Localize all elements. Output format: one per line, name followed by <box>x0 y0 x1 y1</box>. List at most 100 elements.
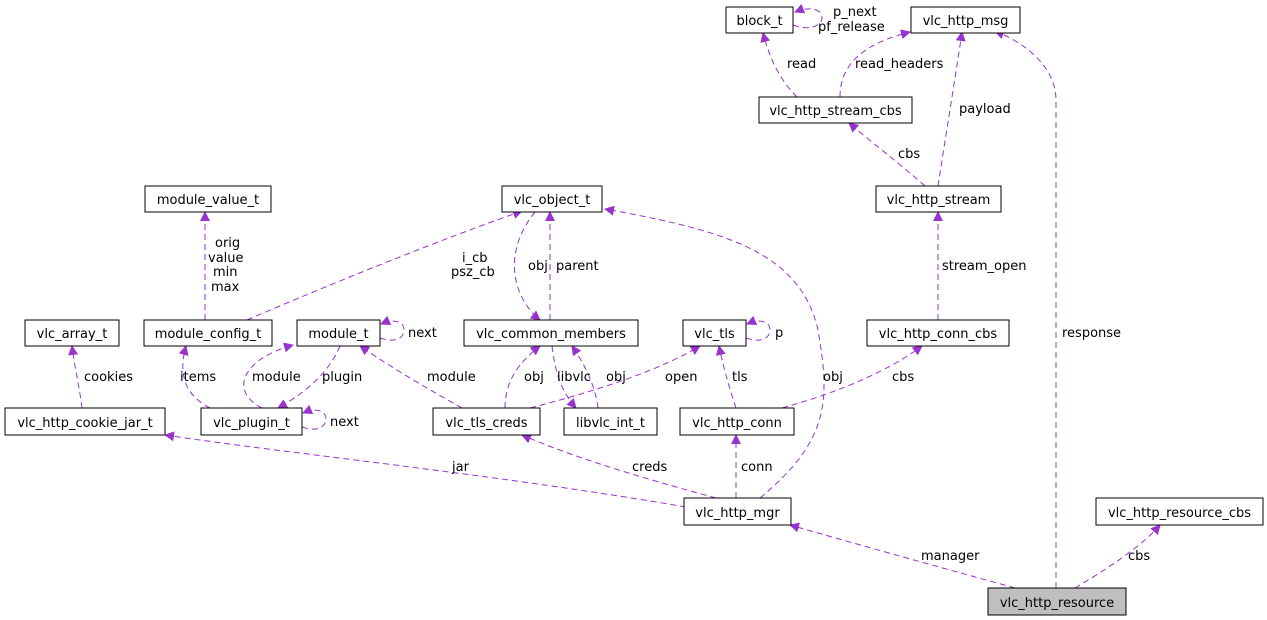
edge-creds <box>521 433 717 499</box>
node-label: libvlc_int_t <box>576 416 645 431</box>
node-vlc-http-stream[interactable]: vlc_http_stream <box>875 185 1002 213</box>
node-label: vlc_http_cookie_jar_t <box>17 416 152 431</box>
label-obj-mgr: obj <box>823 370 843 385</box>
node-label: vlc_object_t <box>514 193 591 208</box>
node-label: vlc_common_members <box>476 327 626 342</box>
node-block-t[interactable]: block_t <box>725 6 794 34</box>
label-read: read <box>787 57 816 72</box>
node-label: vlc_tls <box>694 327 735 342</box>
node-vlc-http-resource[interactable]: vlc_http_resource <box>987 587 1127 616</box>
label-cookies: cookies <box>84 370 133 385</box>
node-vlc-http-resource-cbs[interactable]: vlc_http_resource_cbs <box>1095 497 1264 526</box>
edge-libvlc <box>551 345 577 409</box>
node-vlc-array-t[interactable]: vlc_array_t <box>24 319 120 347</box>
label-libvlc: libvlc <box>557 370 591 385</box>
node-label: module_value_t <box>157 193 259 208</box>
label-p-tls: p <box>775 326 783 341</box>
edge-resource-cbs <box>1074 524 1161 589</box>
label-creds: creds <box>632 460 667 475</box>
edge-mgr-obj <box>604 205 825 499</box>
label-i-cb: i_cb <box>462 251 488 266</box>
node-vlc-tls[interactable]: vlc_tls <box>682 319 747 347</box>
node-label: vlc_http_stream_cbs <box>769 104 902 119</box>
node-vlc-plugin-t[interactable]: vlc_plugin_t <box>200 407 303 436</box>
node-label: vlc_array_t <box>37 327 108 342</box>
node-vlc-http-msg[interactable]: vlc_http_msg <box>910 6 1021 34</box>
node-label: vlc_plugin_t <box>213 416 290 431</box>
label-module: module <box>252 370 301 385</box>
edge-tls-self <box>745 315 771 341</box>
node-label: vlc_http_resource_cbs <box>1108 506 1251 521</box>
label-psz-cb: psz_cb <box>451 265 495 280</box>
label-next-plugin: next <box>330 415 359 430</box>
node-vlc-common-members[interactable]: vlc_common_members <box>463 319 639 347</box>
edges <box>68 4 1161 589</box>
label-parent: parent <box>556 259 599 274</box>
node-module-config-t[interactable]: module_config_t <box>143 319 273 347</box>
label-manager: manager <box>921 549 980 564</box>
node-vlc-http-conn-cbs[interactable]: vlc_http_conn_cbs <box>866 319 1010 347</box>
label-p-next: p_next <box>833 5 877 20</box>
edge-conn-cbs <box>781 345 923 409</box>
edge-libvlc-obj <box>571 345 599 409</box>
edge-labels: p_next pf_release read read_headers payl… <box>84 5 1150 564</box>
label-conn: conn <box>741 460 773 475</box>
node-label: vlc_http_conn <box>692 416 782 431</box>
edge-block-self <box>792 4 823 29</box>
label-cbs-conn: cbs <box>892 370 914 385</box>
label-stream-open: stream_open <box>942 259 1027 274</box>
edge-plugin <box>277 345 341 409</box>
label-obj-libvlc: obj <box>606 370 626 385</box>
label-pf-release: pf_release <box>818 20 885 35</box>
label-next-module: next <box>408 326 437 341</box>
label-cbs-resource: cbs <box>1128 549 1150 564</box>
node-vlc-http-cookie-jar-t[interactable]: vlc_http_cookie_jar_t <box>4 407 166 436</box>
edge-items <box>178 345 211 409</box>
node-module-value-t[interactable]: module_value_t <box>144 185 272 213</box>
node-label: vlc_http_conn_cbs <box>879 327 998 342</box>
node-label: vlc_http_mgr <box>695 506 780 521</box>
node-label: module_config_t <box>155 327 262 342</box>
label-open: open <box>665 370 697 385</box>
label-module-creds: module <box>427 370 476 385</box>
edge-cookies <box>68 345 83 409</box>
label-max: max <box>211 280 240 295</box>
node-label: block_t <box>736 14 782 29</box>
nodes: block_t vlc_http_msg vlc_http_stream_cbs… <box>4 6 1264 616</box>
node-libvlc-int-t[interactable]: libvlc_int_t <box>563 407 658 436</box>
edge-manager <box>789 522 1016 589</box>
edge-read-headers <box>839 29 911 98</box>
label-read-headers: read_headers <box>855 57 944 72</box>
label-payload: payload <box>959 102 1011 117</box>
edge-jar <box>164 431 687 508</box>
node-vlc-tls-creds[interactable]: vlc_tls_creds <box>432 407 541 436</box>
node-vlc-http-stream-cbs[interactable]: vlc_http_stream_cbs <box>758 96 913 124</box>
label-obj-common: obj <box>528 259 548 274</box>
node-label: vlc_http_resource <box>1000 596 1114 611</box>
label-cbs-stream: cbs <box>898 147 920 162</box>
node-vlc-object-t[interactable]: vlc_object_t <box>501 185 603 213</box>
node-label: vlc_http_stream <box>887 193 991 208</box>
label-orig: orig <box>215 236 240 251</box>
node-vlc-http-conn[interactable]: vlc_http_conn <box>679 407 795 436</box>
edge-module-self <box>379 315 405 341</box>
edge-plugin-self <box>301 404 327 430</box>
node-label: vlc_tls_creds <box>445 416 527 431</box>
edge-creds-module <box>359 345 463 409</box>
label-response: response <box>1062 326 1121 341</box>
node-module-t[interactable]: module_t <box>296 319 381 347</box>
label-min: min <box>213 265 238 280</box>
edge-icb <box>246 209 523 321</box>
label-jar: jar <box>451 460 470 475</box>
edge-creds-obj <box>504 345 541 409</box>
edge-read <box>760 32 798 98</box>
edge-response <box>994 29 1057 588</box>
label-obj-creds: obj <box>524 370 544 385</box>
node-label: vlc_http_msg <box>923 14 1009 29</box>
label-plugin: plugin <box>322 370 362 385</box>
node-label: module_t <box>308 327 368 342</box>
edge-tls <box>715 345 737 409</box>
node-vlc-http-mgr[interactable]: vlc_http_mgr <box>683 497 792 526</box>
label-tls: tls <box>732 370 748 385</box>
